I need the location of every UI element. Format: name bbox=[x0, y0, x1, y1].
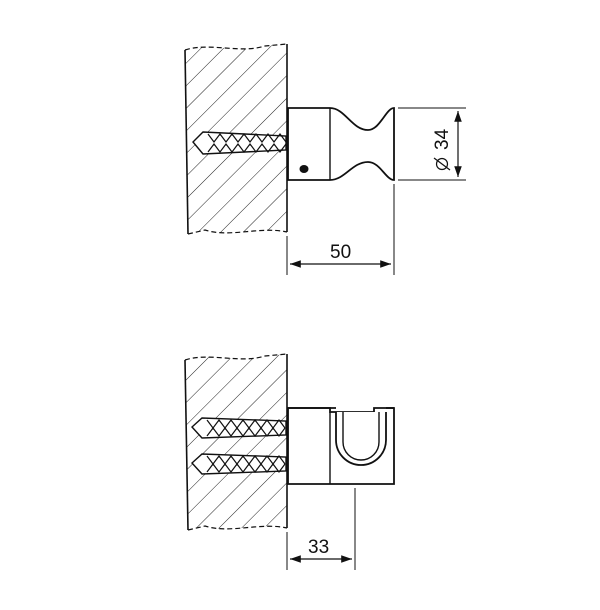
holder-body-top bbox=[287, 107, 395, 181]
set-screw-icon bbox=[299, 165, 309, 173]
wall-plug-top bbox=[192, 131, 287, 155]
wall-section-front bbox=[184, 353, 288, 531]
dimension-label-length-front: 33 bbox=[308, 537, 329, 558]
diameter-symbol-icon bbox=[435, 157, 449, 171]
dimension-length-top: 50 bbox=[286, 184, 395, 275]
wall-plug-lower bbox=[191, 453, 287, 475]
holder-body-front bbox=[287, 407, 395, 485]
front-view: 33 bbox=[184, 353, 395, 570]
dimension-label-length-top: 50 bbox=[330, 242, 351, 263]
top-view: 34 50 bbox=[184, 43, 466, 275]
dimension-length-front: 33 bbox=[286, 488, 356, 570]
dimension-diameter: 34 bbox=[398, 107, 466, 181]
wall-plug-upper bbox=[191, 417, 287, 439]
dimension-label-diameter: 34 bbox=[432, 128, 453, 150]
